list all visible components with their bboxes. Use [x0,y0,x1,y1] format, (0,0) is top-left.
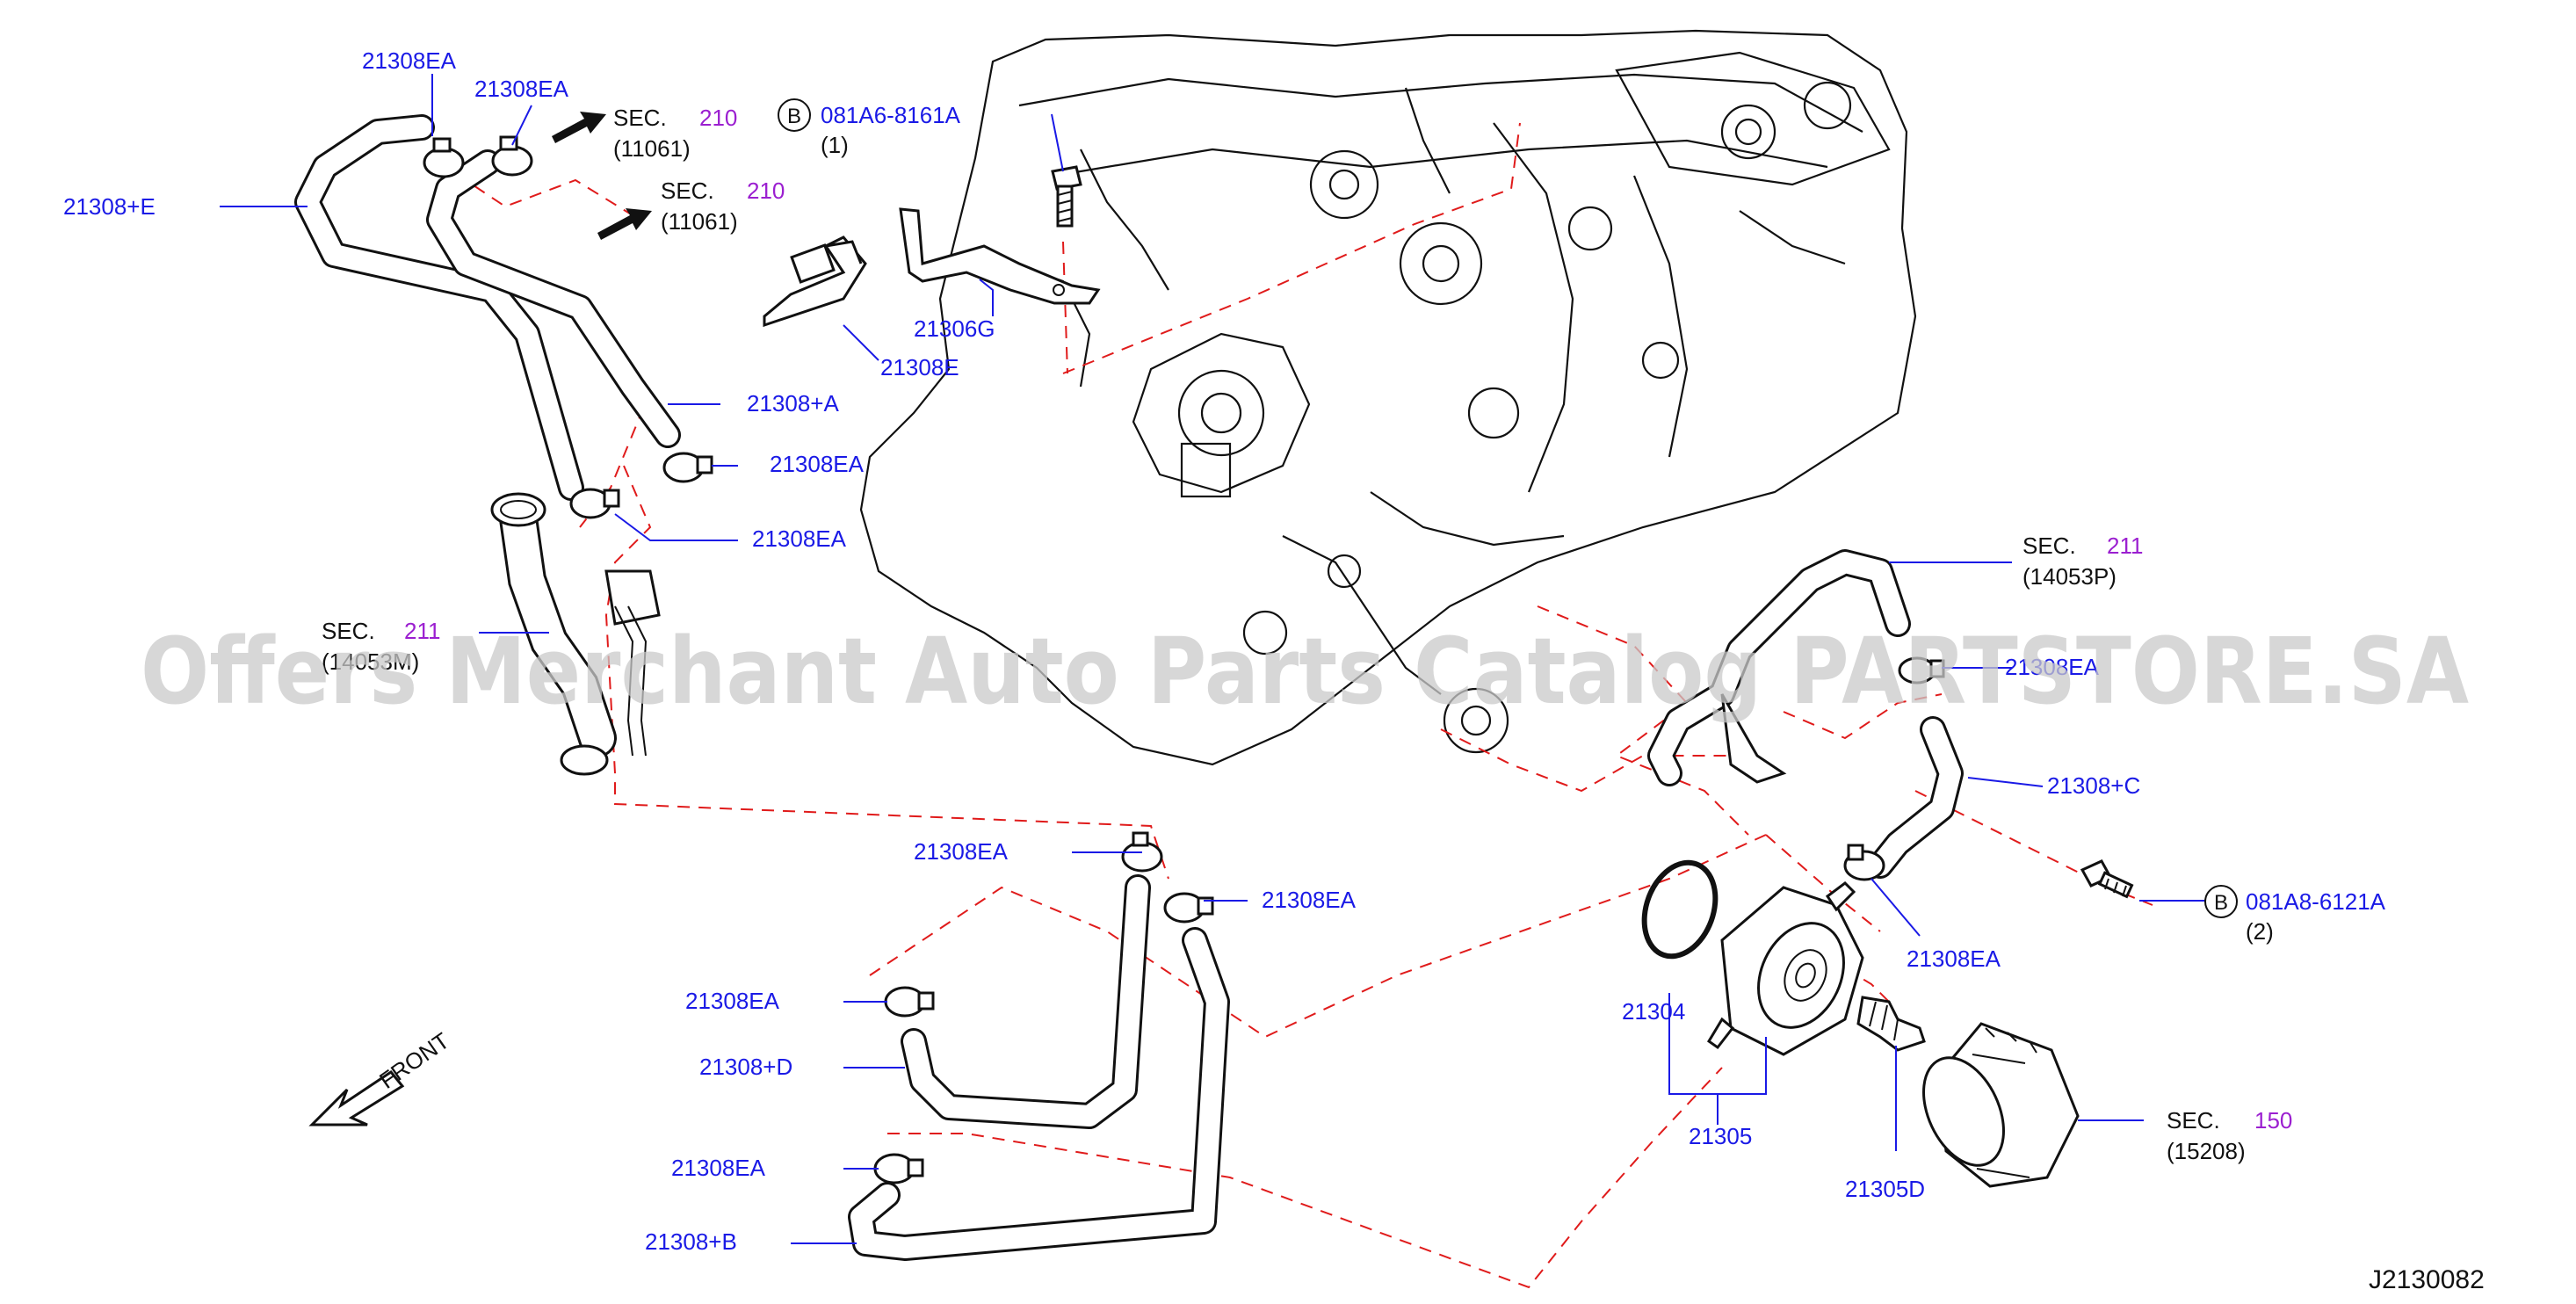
front-arrow-icon [308,1069,405,1127]
bolt-081a6-8161a[interactable] [1051,165,1082,228]
water-pipe-14053p[interactable] [1647,549,1911,786]
svg-text:SEC.: SEC. [2022,532,2076,559]
clamp-lower-2[interactable] [1163,892,1214,924]
dashed-guide-lines [438,122,2153,1289]
label-21308ea-4[interactable]: 21308EA [752,525,847,552]
clamp-lower-3[interactable] [884,986,935,1018]
label-21308ea-7[interactable]: 21308EA [685,988,780,1014]
label-21308ea-8[interactable]: 21308EA [671,1155,766,1181]
sec210-b[interactable]: SEC. 210 (11061) [661,177,785,235]
oil-cooler-21305[interactable] [1706,881,1864,1056]
svg-text:(11061): (11061) [613,135,691,162]
diagram-id: J2130082 [2369,1265,2485,1294]
clamp-upper-right[interactable] [491,135,533,177]
svg-text:(15208): (15208) [2167,1138,2246,1164]
bolt-callouts: B 081A6-8161A (1) B 081A8-6121A (2) [778,98,2386,945]
label-21308ea-9[interactable]: 21308EA [2005,654,2100,680]
label-21305[interactable]: 21305 [1689,1123,1752,1149]
clamp-lower-4[interactable] [873,1153,924,1184]
svg-text:(1): (1) [821,132,849,158]
clamp-right-upper[interactable] [1898,656,1945,685]
label-21308ea-5[interactable]: 21308EA [914,838,1009,865]
svg-text:150: 150 [2254,1107,2292,1134]
label-21304[interactable]: 21304 [1622,998,1685,1025]
label-21308ea-3[interactable]: 21308EA [770,451,865,477]
svg-text:081A6-8161A: 081A6-8161A [821,102,961,128]
engine-block [859,29,1917,766]
label-21308ea-top-left[interactable]: 21308EA [362,47,457,74]
label-21308-e-hose[interactable]: 21308+E [63,193,156,220]
hose-21308-e[interactable] [294,114,584,501]
bracket-21306g[interactable] [899,207,1101,305]
front-label: FRONT [374,1027,454,1094]
oil-filter-15208[interactable] [1907,1022,2080,1188]
b-badge-icon [778,98,811,132]
svg-text:211: 211 [2107,532,2143,559]
clamp-lower-1[interactable] [1121,831,1163,873]
clamp-hose-end-right[interactable] [662,452,713,483]
clamp-upper-left[interactable] [423,137,465,178]
sec211-left[interactable]: SEC. 211 (14053M) [322,618,440,675]
label-21308ea-6[interactable]: 21308EA [1262,887,1357,913]
b-badge-icon [2204,885,2238,918]
svg-text:SEC.: SEC. [613,105,667,131]
svg-text:081A8-6121A: 081A8-6121A [2246,888,2386,915]
sec210-a[interactable]: SEC. 210 (11061) [613,105,737,162]
svg-text:B: B [787,105,801,128]
svg-text:SEC.: SEC. [322,618,375,644]
arrow-sec210-b-icon [597,208,652,240]
svg-text:(14053M): (14053M) [322,648,419,675]
svg-text:210: 210 [699,105,737,131]
label-21308ea-top-right[interactable]: 21308EA [474,76,569,102]
bracket-21308e[interactable] [763,235,867,328]
connector-21305d[interactable] [1856,996,1926,1052]
svg-text:SEC.: SEC. [2167,1107,2220,1134]
label-21308-a[interactable]: 21308+A [747,390,839,417]
svg-text:SEC.: SEC. [661,177,714,204]
sec211-right[interactable]: SEC. 211 (14053P) [2022,532,2143,590]
label-21305d[interactable]: 21305D [1845,1176,1925,1202]
water-pipe-14053m[interactable] [490,492,661,776]
label-21308-d[interactable]: 21308+D [699,1054,792,1080]
leader-lines [220,74,2205,1244]
bolt-callout-right[interactable]: B 081A8-6121A (2) [2204,885,2386,945]
clamp-right-lower[interactable] [1843,844,1885,881]
svg-text:210: 210 [747,177,785,204]
arrow-sec210-a-icon [552,112,606,143]
hose-21308-a[interactable] [426,149,681,448]
sec150[interactable]: SEC. 150 (15208) [2167,1107,2292,1164]
hose-21308-c[interactable] [1867,716,1964,879]
label-21308-b[interactable]: 21308+B [645,1228,737,1255]
label-21308-c[interactable]: 21308+C [2047,772,2140,799]
label-21308ea-10[interactable]: 21308EA [1907,945,2001,972]
clamp-hose-end-left[interactable] [569,488,620,519]
hose-21308-b[interactable] [848,927,1230,1261]
hose-21308-d[interactable] [901,874,1151,1129]
bolt-081a8-6121a[interactable] [2080,859,2134,899]
svg-text:B: B [2214,891,2228,915]
o-ring-21304[interactable] [1632,852,1727,966]
svg-text:(2): (2) [2246,918,2274,945]
label-21306g[interactable]: 21306G [914,315,995,342]
label-21308e[interactable]: 21308E [880,354,959,380]
part-labels: 21308EA 21308EA 21308+E 21308+A 21308EA … [63,47,2140,1255]
watermark: Offers Merchant Auto Parts Catalog PARTS… [141,618,2469,725]
section-references: SEC. 210 (11061) SEC. 210 (11061) SEC. 2… [322,105,2292,1164]
bolt-callout-top[interactable]: B 081A6-8161A (1) [778,98,961,158]
svg-text:211: 211 [404,618,440,644]
svg-text:(11061): (11061) [661,208,738,235]
svg-text:(14053P): (14053P) [2022,563,2117,590]
